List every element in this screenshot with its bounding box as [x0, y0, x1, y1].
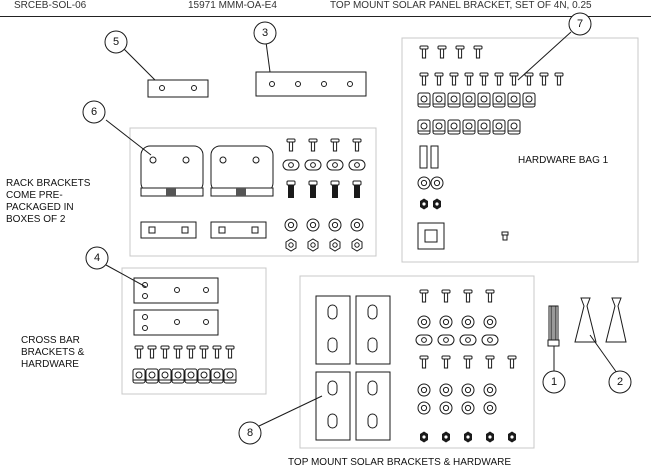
- header-cell-1: SRCEB-SOL-06: [14, 0, 87, 11]
- callout-1: [542, 370, 566, 394]
- hardware-bag-box: [401, 37, 639, 263]
- callout-8-number: 8: [247, 427, 253, 439]
- cross-bar-label-line-1: CROSS BAR: [21, 335, 80, 346]
- callout-6-number: 6: [91, 106, 97, 118]
- callout-5-number: 5: [113, 36, 119, 48]
- top-mount-hardware: [415, 289, 517, 443]
- rod-part: [547, 305, 560, 347]
- callout-8: [238, 421, 262, 445]
- header-cell-2: 15971 MMM-OA-E4: [188, 0, 277, 11]
- header-cell-3: TOP MOUNT SOLAR PANEL BRACKET, SET OF 4N…: [330, 0, 592, 11]
- rack-brackets-label-line-1: RACK BRACKETS: [6, 178, 91, 189]
- callout-5: [104, 30, 128, 54]
- callout-3-number: 3: [262, 27, 268, 39]
- callout-7-number: 7: [577, 18, 583, 30]
- rack-bracket-left: [140, 145, 204, 197]
- plate-small: [147, 79, 209, 98]
- callout-4: [85, 246, 109, 270]
- callout-3: [253, 21, 277, 45]
- rack-brackets-label-line-3: PACKAGED IN: [6, 202, 74, 213]
- rack-bracket-right: [210, 145, 274, 197]
- rack-brackets-box: [129, 127, 377, 257]
- cone-parts: [574, 297, 627, 343]
- rack-hardware: [282, 138, 366, 252]
- callout-7: [568, 12, 592, 36]
- cross-bar-box: [121, 267, 267, 395]
- callout-6: [82, 100, 106, 124]
- cross-bar-label-line-3: HARDWARE: [21, 359, 79, 370]
- hardware-bag-parts: [417, 45, 564, 250]
- callout-2: [608, 370, 632, 394]
- top-mount-label: TOP MOUNT SOLAR BRACKETS & HARDWARE: [288, 457, 511, 468]
- cross-bar-hardware: [132, 345, 237, 384]
- leader-lines: [105, 31, 618, 427]
- top-mount-plates: [315, 295, 391, 441]
- rack-brackets-label-line-2: COME PRE-: [6, 190, 63, 201]
- top-mount-box: [299, 275, 535, 449]
- callout-1-number: 1: [551, 376, 557, 388]
- title-block-strip: SRCEB-SOL-06 15971 MMM-OA-E4 TOP MOUNT S…: [0, 0, 651, 17]
- cross-bar-plates: [133, 277, 219, 336]
- rack-bars: [140, 221, 267, 239]
- plate-long: [255, 71, 367, 97]
- callout-4-number: 4: [94, 252, 100, 264]
- rack-brackets-label-line-4: BOXES OF 2: [6, 214, 66, 225]
- callout-2-number: 2: [617, 376, 623, 388]
- cross-bar-label-line-2: BRACKETS &: [21, 347, 85, 358]
- hardware-bag-label: HARDWARE BAG 1: [518, 155, 609, 166]
